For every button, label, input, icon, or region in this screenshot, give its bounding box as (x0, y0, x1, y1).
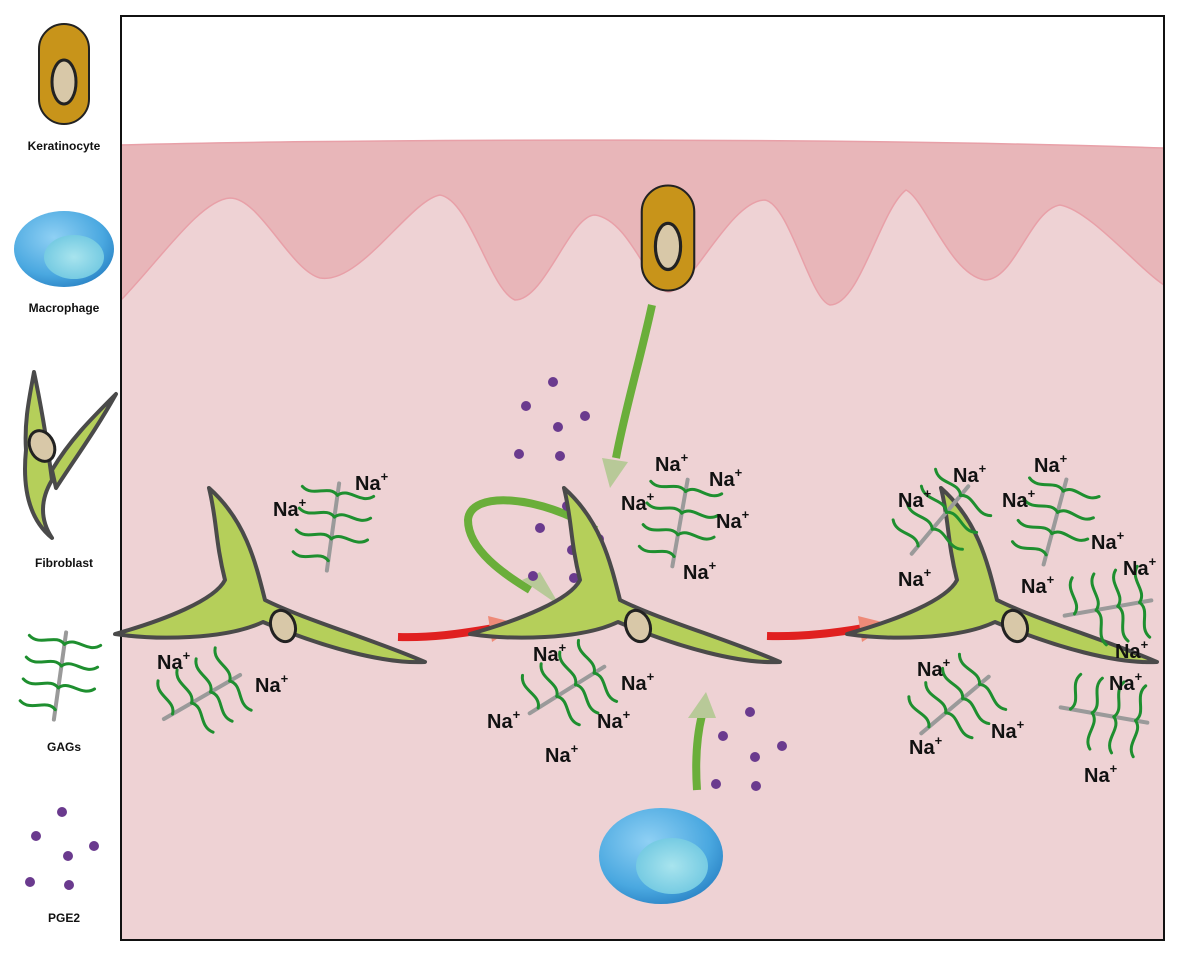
arrowhead-down-icon (602, 458, 628, 488)
signal-arrows (463, 304, 716, 791)
sodium-ion-label: Na+ (953, 461, 987, 487)
sodium-ion-label: Na+ (157, 648, 191, 674)
gags-legend-icon (16, 625, 104, 727)
sodium-ion-label: Na+ (1034, 451, 1068, 477)
skin-panel (120, 15, 1165, 941)
fibroblast-legend-icon (23, 370, 118, 540)
sodium-ion-label: Na+ (1091, 528, 1125, 554)
legend-label-pge2: PGE2 (48, 911, 80, 925)
legend-label-gags: GAGs (47, 740, 81, 754)
sodium-ion-label: Na+ (621, 669, 655, 695)
pge2-legend-icon (25, 807, 99, 890)
sodium-ion-label: Na+ (533, 640, 567, 666)
keratinocyte-cell (640, 183, 696, 293)
legend-label-fibroblast: Fibroblast (35, 556, 93, 570)
sodium-ion-label: Na+ (1115, 637, 1149, 663)
sodium-ion-label: Na+ (898, 486, 932, 512)
sodium-ion-label: Na+ (1109, 669, 1143, 695)
sodium-ion-label: Na+ (655, 450, 689, 476)
dermis-layer (120, 189, 1165, 941)
sodium-ion-label: Na+ (621, 489, 655, 515)
sodium-ions: Na+ Na+ Na+ Na+ Na+ Na+ Na+ Na+ Na+ Na+ … (157, 450, 1157, 787)
sodium-ion-label: Na+ (1123, 554, 1157, 580)
macrophage-cell (599, 808, 723, 904)
sodium-ion-label: Na+ (917, 655, 951, 681)
sodium-ion-label: Na+ (273, 495, 307, 521)
sodium-ion-label: Na+ (255, 671, 289, 697)
sodium-ion-label: Na+ (487, 707, 521, 733)
sodium-ion-label: Na+ (991, 717, 1025, 743)
sodium-ion-label: Na+ (597, 707, 631, 733)
macrophage-legend-icon (14, 211, 114, 287)
sodium-ion-label: Na+ (716, 507, 750, 533)
legend-label-keratinocyte: Keratinocyte (28, 139, 101, 153)
pge2-cluster-lower (711, 707, 787, 791)
sodium-ion-label: Na+ (1021, 572, 1055, 598)
sodium-ion-label: Na+ (898, 565, 932, 591)
sodium-ion-label: Na+ (545, 741, 579, 767)
keratinocyte-legend-icon (37, 22, 91, 126)
sodium-ion-label: Na+ (1084, 761, 1118, 787)
sodium-ion-label: Na+ (683, 558, 717, 584)
legend: Keratinocyte Macrophage Fibroblast GAGs … (14, 22, 118, 925)
sodium-ion-label: Na+ (355, 469, 389, 495)
sodium-ion-label: Na+ (909, 733, 943, 759)
legend-label-macrophage: Macrophage (29, 301, 100, 315)
sodium-ion-label: Na+ (709, 465, 743, 491)
arrowhead-up-icon (688, 692, 716, 718)
sodium-ion-label: Na+ (1002, 486, 1036, 512)
